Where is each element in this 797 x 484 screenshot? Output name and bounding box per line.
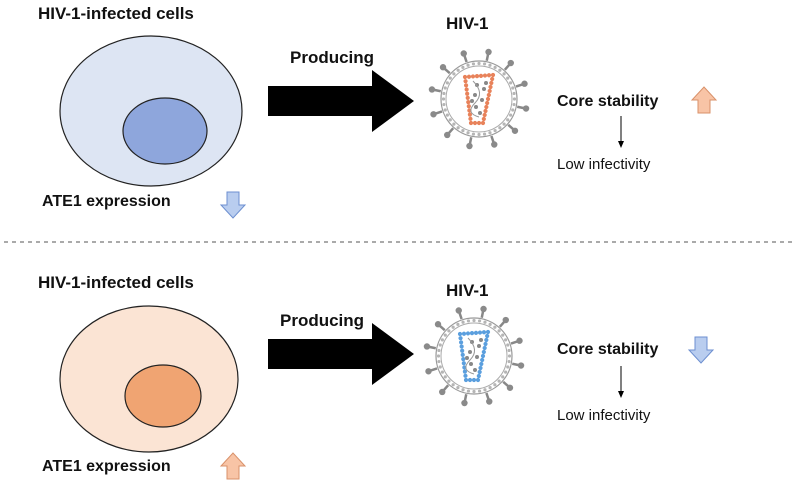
- virion-bottom: [423, 305, 525, 407]
- cells-label-top: HIV-1-infected cells: [38, 4, 194, 23]
- expression-arrow-top: [220, 191, 246, 219]
- producing-arrow-bottom: [268, 323, 414, 385]
- core-label-bottom: Core stability: [557, 341, 659, 358]
- producing-label-bottom: Producing: [280, 311, 365, 330]
- core-arrow-top: [691, 86, 717, 114]
- producing-arrow-top: [268, 70, 414, 132]
- outcome-label-bottom: Low infectivity: [557, 407, 651, 424]
- cell-nucleus-top: [122, 97, 208, 165]
- causal-arrow-bottom: [618, 366, 624, 398]
- expression-label-top: ATE1 expression: [42, 193, 171, 210]
- core-label-top: Core stability: [557, 93, 659, 110]
- outcome-label-top: Low infectivity: [557, 156, 651, 173]
- core-arrow-bottom: [688, 336, 714, 364]
- cell-nucleus-bottom: [124, 364, 202, 428]
- cells-label-bottom: HIV-1-infected cells: [38, 273, 194, 292]
- expression-arrow-bottom: [220, 452, 246, 480]
- virus-label-top: HIV-1: [446, 14, 489, 33]
- expression-label-bottom: ATE1 expression: [42, 458, 171, 475]
- virus-label-bottom: HIV-1: [446, 281, 489, 300]
- causal-arrow-top: [618, 116, 624, 148]
- virion-top: [428, 48, 530, 150]
- producing-label-top: Producing: [290, 48, 375, 67]
